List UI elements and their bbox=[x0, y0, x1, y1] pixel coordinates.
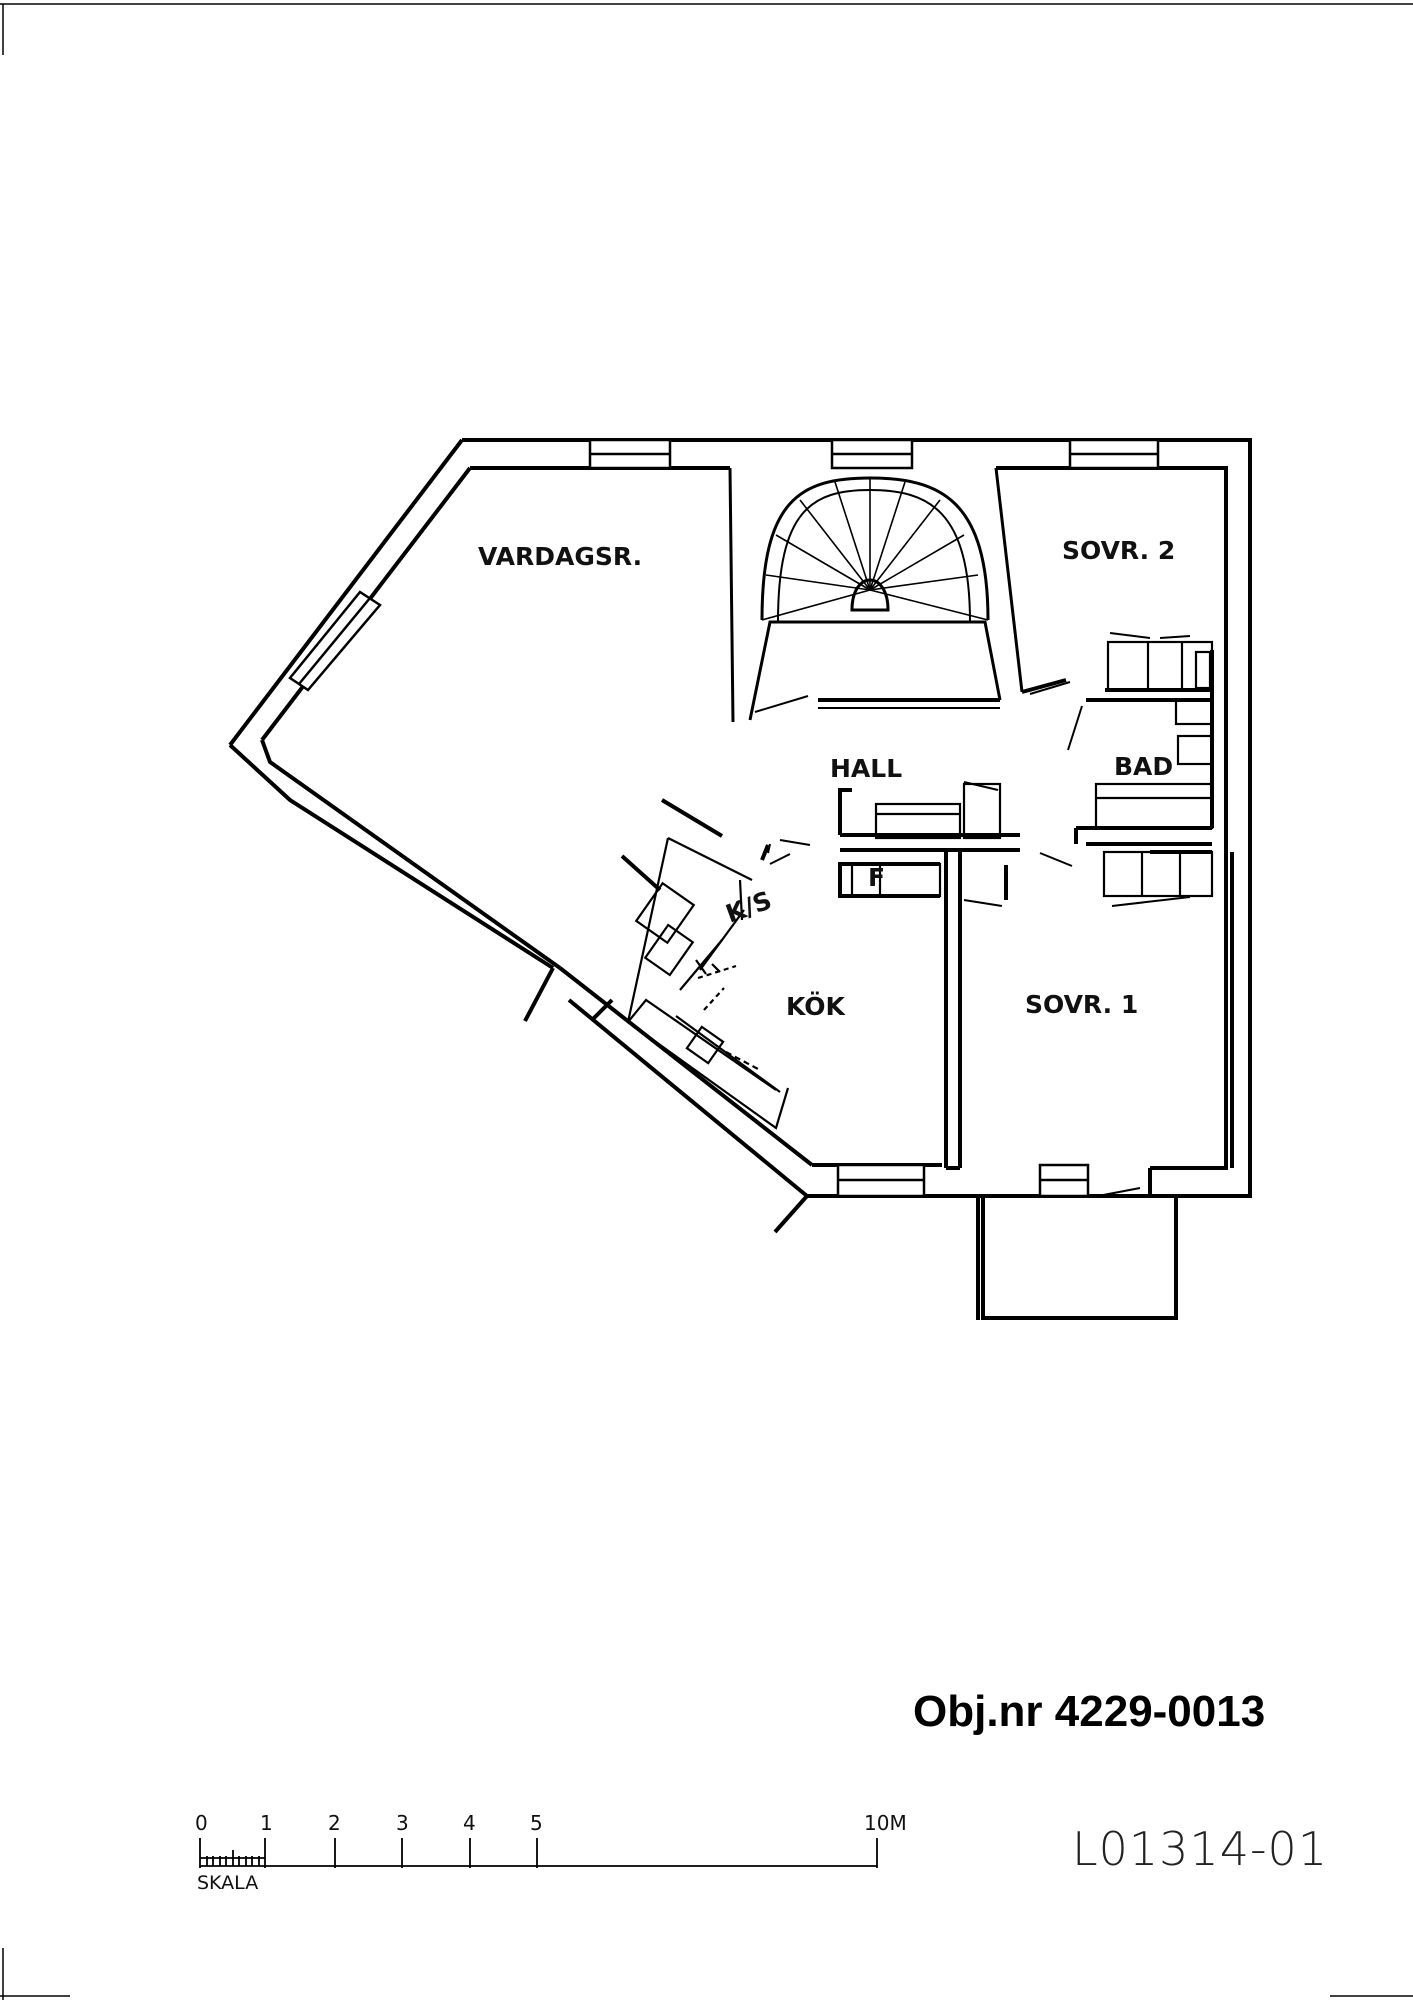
scale-bar bbox=[199, 1838, 878, 1868]
balcony bbox=[976, 1196, 1178, 1320]
windows bbox=[288, 438, 1160, 1198]
door-swings bbox=[767, 632, 1191, 1197]
room-label-sovr1: SOVR. 1 bbox=[1025, 990, 1138, 1019]
scale-tick-5: 5 bbox=[530, 1811, 543, 1835]
room-label-vardagsr: VARDAGSR. bbox=[478, 542, 642, 571]
drawing-code: L01314-01 bbox=[1072, 1822, 1329, 1876]
room-label-kok: KÖK bbox=[786, 991, 847, 1021]
kitchen-fixtures bbox=[626, 837, 790, 1130]
scale-tick-10m: 10M bbox=[864, 1811, 907, 1835]
scale-tick-0: 0 bbox=[195, 1811, 208, 1835]
room-label-bad: BAD bbox=[1114, 752, 1173, 781]
hall-fixtures bbox=[850, 782, 1002, 898]
scale-label: SKALA bbox=[197, 1872, 259, 1894]
object-number: Obj.nr 4229-0013 bbox=[913, 1687, 1266, 1736]
bathroom-fixtures bbox=[1094, 640, 1214, 898]
room-label-ks: K/S bbox=[722, 885, 776, 928]
spiral-staircase bbox=[728, 467, 1024, 723]
scale-tick-4: 4 bbox=[463, 1811, 476, 1835]
room-label-hall: HALL bbox=[830, 754, 902, 783]
room-label-f: F bbox=[868, 863, 885, 892]
room-label-sovr2: SOVR. 2 bbox=[1062, 536, 1175, 565]
scale-tick-2: 2 bbox=[328, 1811, 341, 1835]
interior-walls bbox=[590, 650, 1234, 1170]
scale-tick-1: 1 bbox=[260, 1811, 273, 1835]
page-frame bbox=[0, 3, 1413, 2000]
scale-tick-3: 3 bbox=[396, 1811, 409, 1835]
